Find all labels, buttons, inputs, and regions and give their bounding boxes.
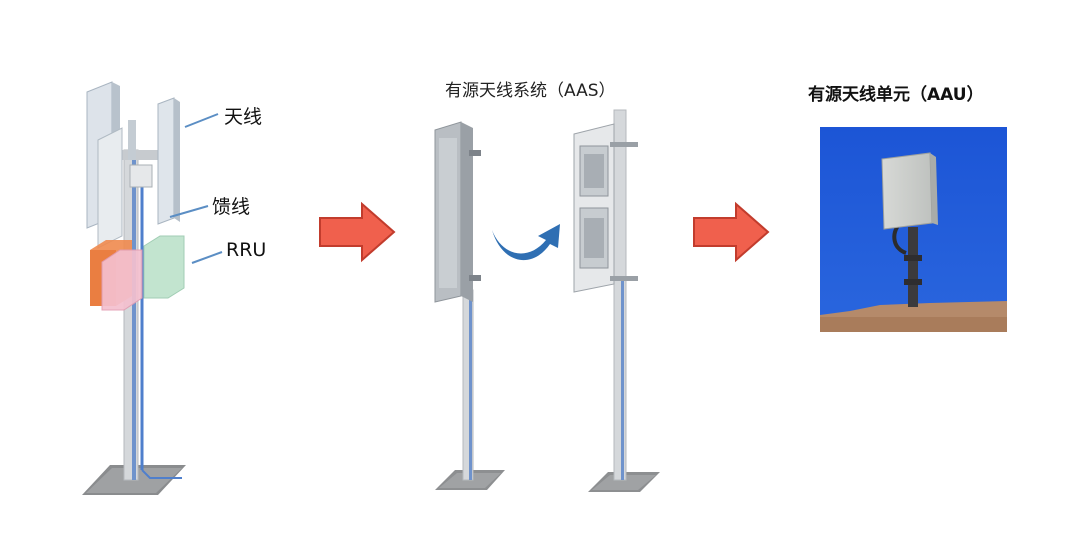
aau-mast [908,227,918,307]
arrow-right-2 [693,201,770,263]
antenna-label: 天线 [224,106,263,128]
aau-title: 有源天线单元（AAU） [808,85,984,105]
rru-label: RRU [226,239,267,261]
feeder-label: 馈线 [212,196,251,218]
rru-pointer [191,251,223,264]
feeder-pointer [169,205,209,218]
antenna-panels [86,81,180,249]
aas-back-tower [573,109,660,492]
arrow-right-1 [319,201,396,263]
aas-front-tower [434,121,505,490]
aas-title: 有源天线系统（AAS） [445,81,616,101]
aau-unit [881,152,933,230]
curved-arrow [492,224,560,261]
aau-photo [820,127,1007,332]
antenna-pointer [184,113,219,128]
rru-boxes [90,235,185,311]
